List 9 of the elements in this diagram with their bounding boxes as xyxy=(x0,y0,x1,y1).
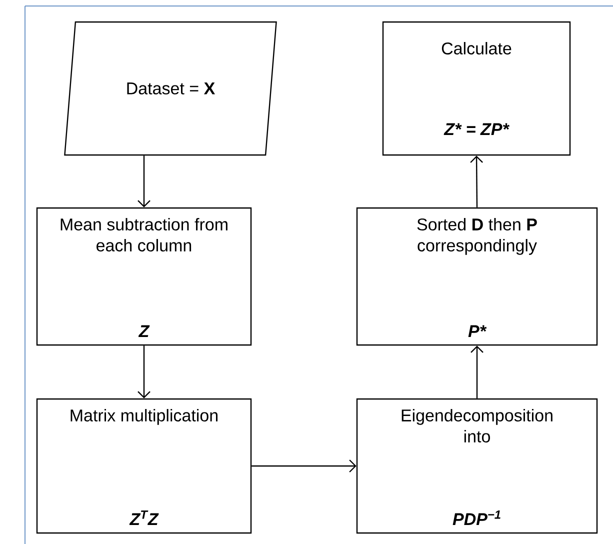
arrow xyxy=(138,346,150,398)
data-parallelogram: Dataset = X xyxy=(64,21,277,156)
process-box: Mean subtraction from each column Z xyxy=(36,207,252,346)
arrow xyxy=(470,346,484,398)
process-box: Eigendecomposition into PDP$^{−1}$ xyxy=(356,398,598,534)
arrow xyxy=(138,156,150,208)
process-box: Matrix multiplication Z$^{T}$Z xyxy=(36,398,252,534)
arrow xyxy=(252,460,356,472)
arrow xyxy=(470,156,483,208)
